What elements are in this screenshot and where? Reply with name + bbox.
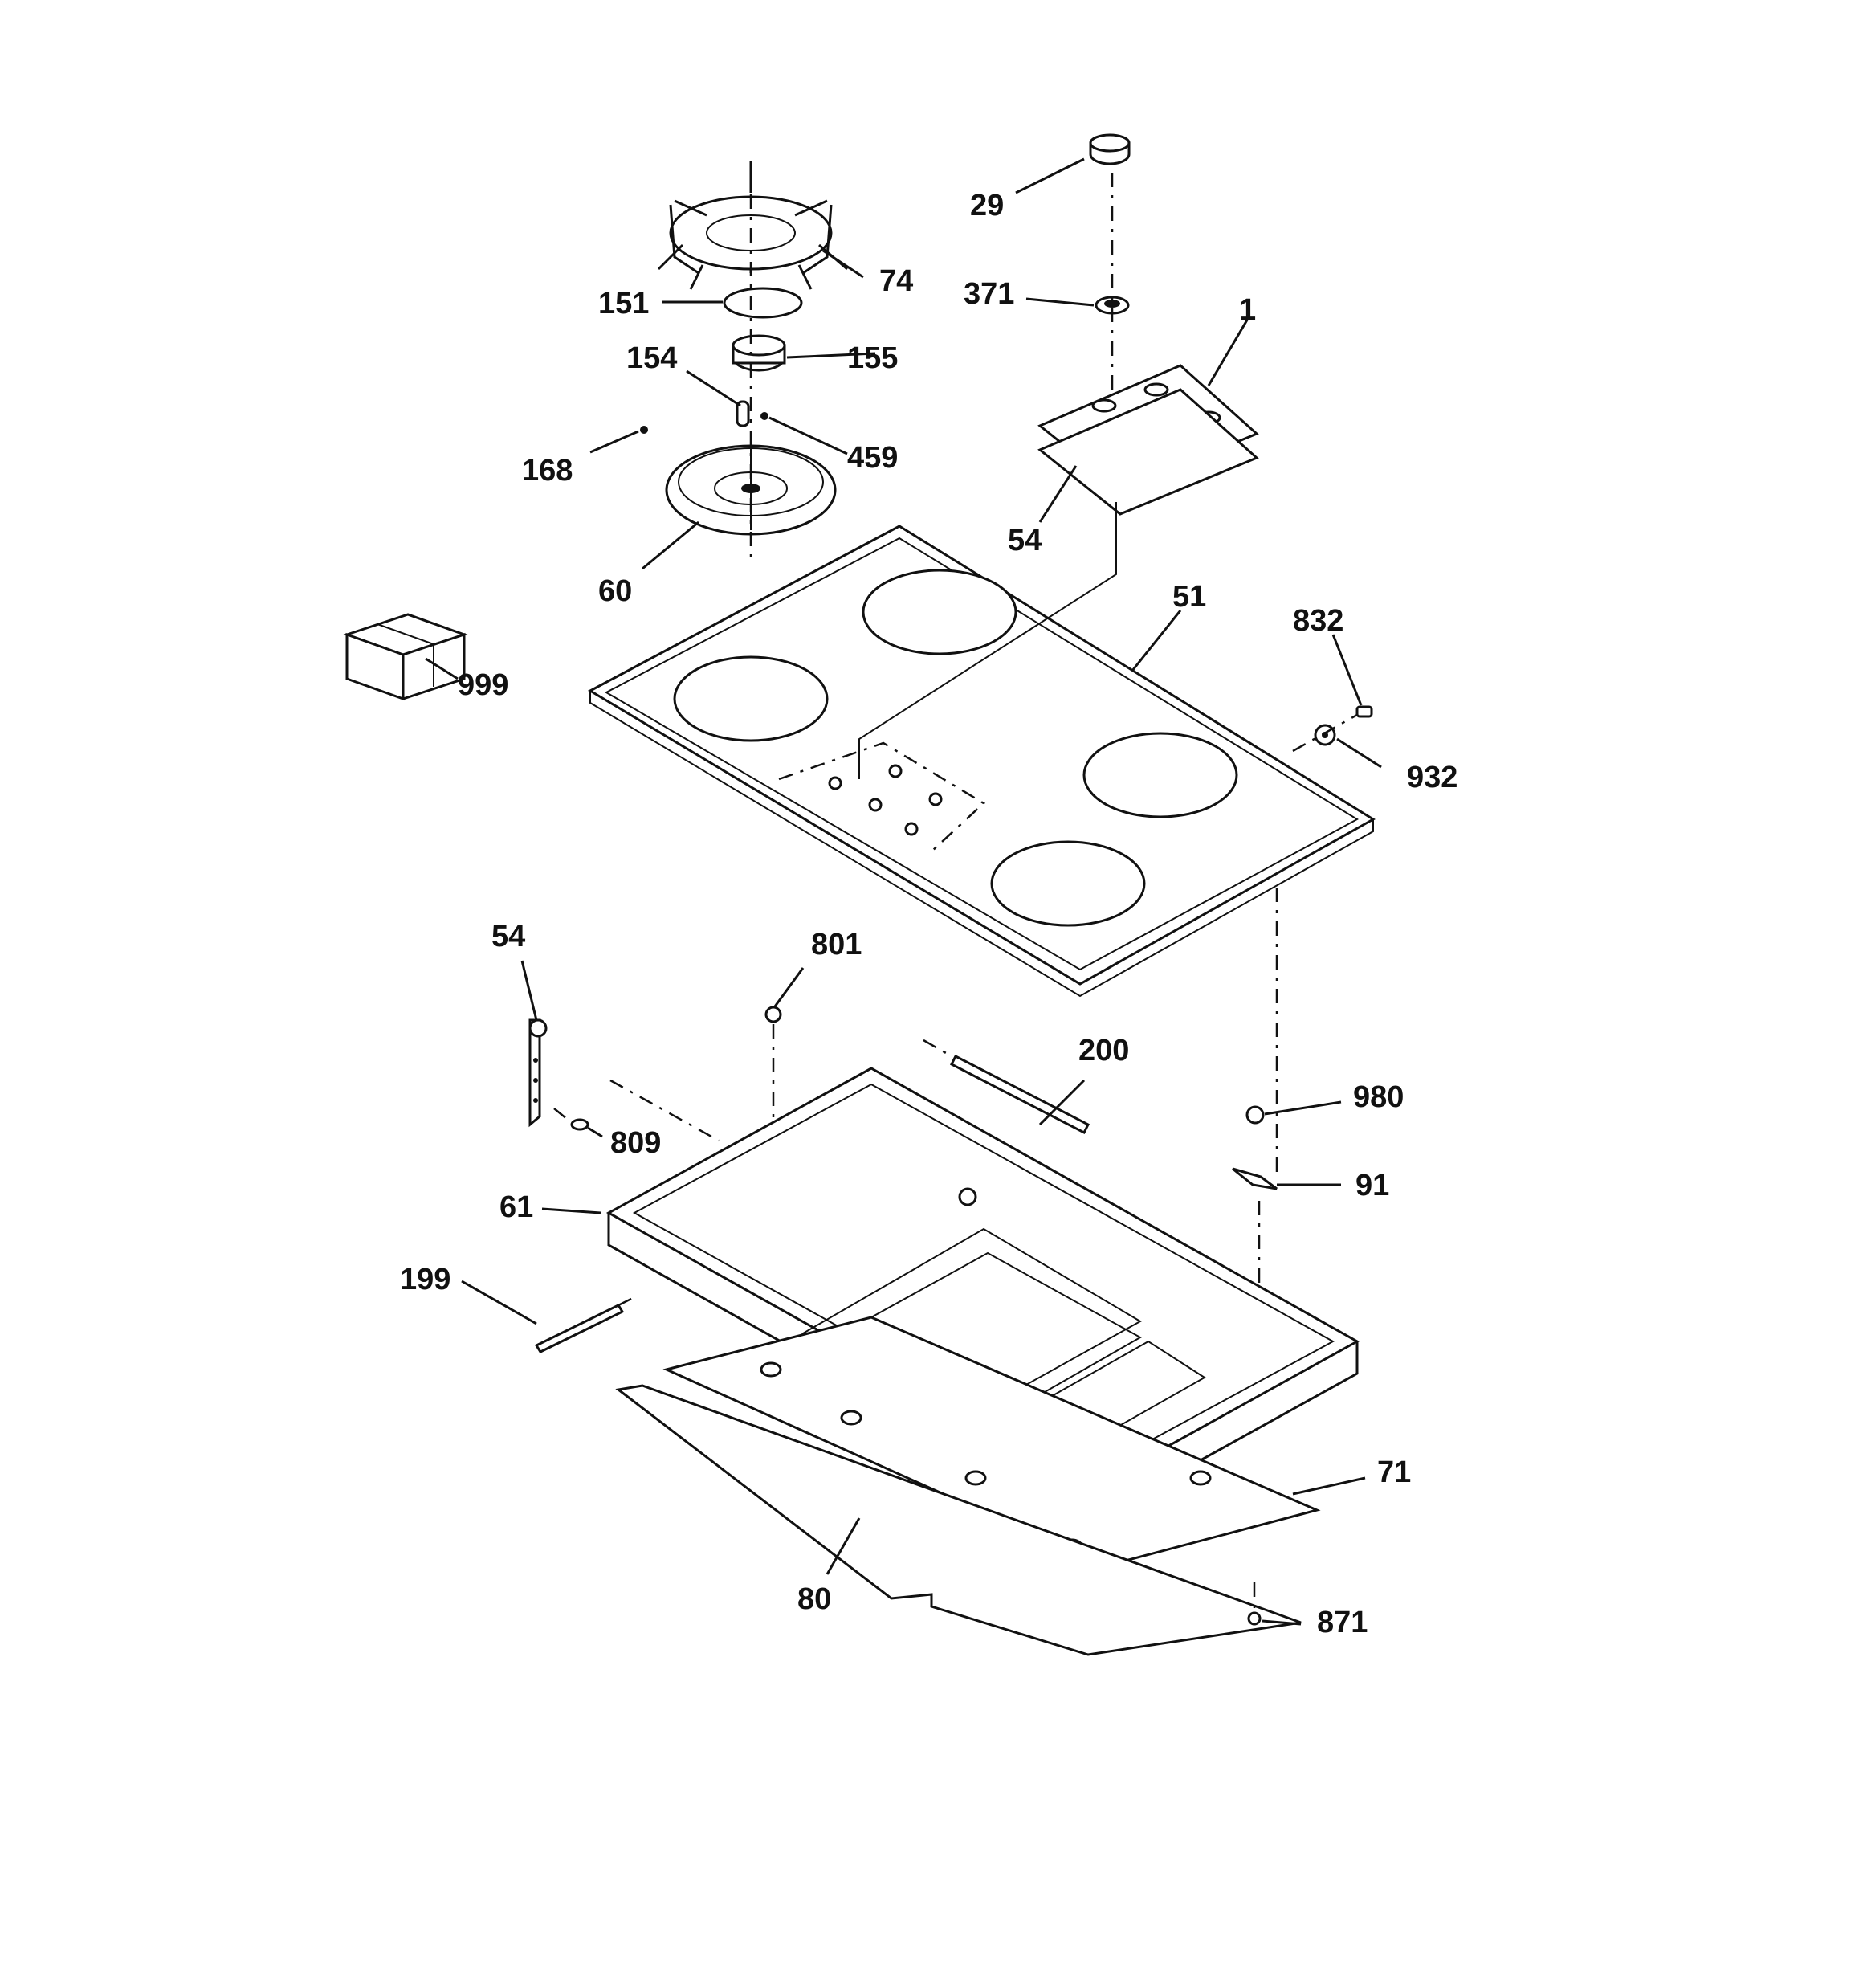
leader-lines <box>425 157 1382 1626</box>
callout-151: 151 <box>598 287 649 320</box>
callout-932: 932 <box>1407 761 1457 794</box>
manifold-200 <box>949 1054 1090 1135</box>
box-999 <box>343 613 468 701</box>
knob-29 <box>1089 133 1131 165</box>
callout-51: 51 <box>1172 580 1206 614</box>
callout-61: 61 <box>499 1190 533 1224</box>
screw-168 <box>640 426 648 434</box>
callout-80: 80 <box>797 1582 831 1616</box>
callout-199: 199 <box>400 1263 450 1296</box>
callout-168: 168 <box>522 454 573 488</box>
screw-871 <box>1247 1611 1262 1626</box>
burner-head-155 <box>732 334 786 372</box>
screw-459 <box>760 412 768 420</box>
callout-832: 832 <box>1293 604 1343 638</box>
bracket-54-left <box>528 1018 548 1128</box>
callout-980: 980 <box>1353 1080 1404 1114</box>
callout-801: 801 <box>811 928 862 961</box>
callout-29: 29 <box>970 189 1004 222</box>
callout-71: 71 <box>1377 1455 1411 1489</box>
electrode-154 <box>736 400 750 427</box>
burner-grate-74 <box>657 161 848 290</box>
callout-154: 154 <box>626 341 677 375</box>
screw-809 <box>570 1118 589 1131</box>
callout-54-top: 54 <box>1008 524 1042 557</box>
manifold-199 <box>534 1304 625 1353</box>
callout-871: 871 <box>1317 1606 1368 1639</box>
callout-91: 91 <box>1355 1169 1389 1202</box>
callout-1: 1 <box>1239 293 1256 327</box>
callout-60: 60 <box>598 574 632 608</box>
gasket-54-top <box>1037 388 1259 516</box>
screw-832 <box>1355 705 1373 718</box>
callout-155: 155 <box>847 341 898 375</box>
cooktop-51 <box>587 525 1376 998</box>
bottom-panel-80 <box>615 1384 1302 1656</box>
callout-809: 809 <box>610 1126 661 1160</box>
screw-801 <box>764 1006 782 1023</box>
callout-999: 999 <box>458 668 508 702</box>
callout-54-bracket: 54 <box>491 920 525 953</box>
callout-459: 459 <box>847 441 898 475</box>
callout-74: 74 <box>879 264 913 298</box>
callout-371: 371 <box>964 277 1014 311</box>
grommet-980 <box>1245 1105 1265 1125</box>
clip-91 <box>1232 1167 1278 1190</box>
ring-151 <box>723 287 803 319</box>
callout-200: 200 <box>1078 1034 1129 1067</box>
